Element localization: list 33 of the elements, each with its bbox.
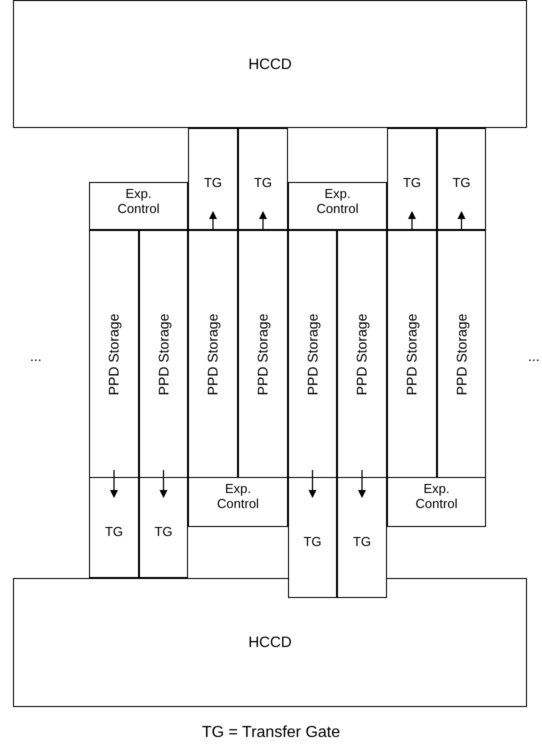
storage-column: PPD Storage	[188, 230, 238, 478]
arrow	[209, 211, 217, 230]
transfer-gate-box: TG	[337, 477, 387, 598]
arrow	[259, 211, 267, 230]
storage-column: PPD Storage	[387, 230, 437, 478]
exposure-control-box: Exp. Control	[89, 182, 188, 230]
register-block: HCCD	[13, 0, 527, 128]
arrow	[458, 211, 466, 230]
exposure-control-box: Exp. Control	[387, 477, 486, 527]
exposure-control-box: Exp. Control	[288, 182, 387, 230]
storage-column: PPD Storage	[288, 230, 337, 478]
transfer-gate-box: TG	[188, 128, 238, 230]
storage-column: PPD Storage	[437, 230, 486, 478]
storage-column: PPD Storage	[89, 230, 139, 478]
storage-column: PPD Storage	[337, 230, 387, 478]
arrow	[408, 211, 416, 230]
storage-column: PPD Storage	[238, 230, 288, 478]
storage-column: PPD Storage	[139, 230, 188, 478]
arrow	[110, 470, 118, 498]
transfer-gate-box: TG	[89, 477, 139, 578]
arrow	[160, 470, 168, 498]
transfer-gate-box: TG	[437, 128, 486, 230]
exposure-control-box: Exp. Control	[188, 477, 288, 527]
transfer-gate-box: TG	[288, 477, 337, 598]
register-block: HCCD	[13, 578, 527, 707]
transfer-gate-box: TG	[139, 477, 188, 578]
arrow	[308, 470, 316, 498]
ellipsis-mark: ...	[30, 348, 42, 364]
transfer-gate-box: TG	[238, 128, 288, 230]
caption: TG = Transfer Gate	[200, 724, 342, 742]
arrow	[358, 470, 366, 498]
ellipsis-mark: ...	[528, 348, 540, 364]
transfer-gate-box: TG	[387, 128, 437, 230]
